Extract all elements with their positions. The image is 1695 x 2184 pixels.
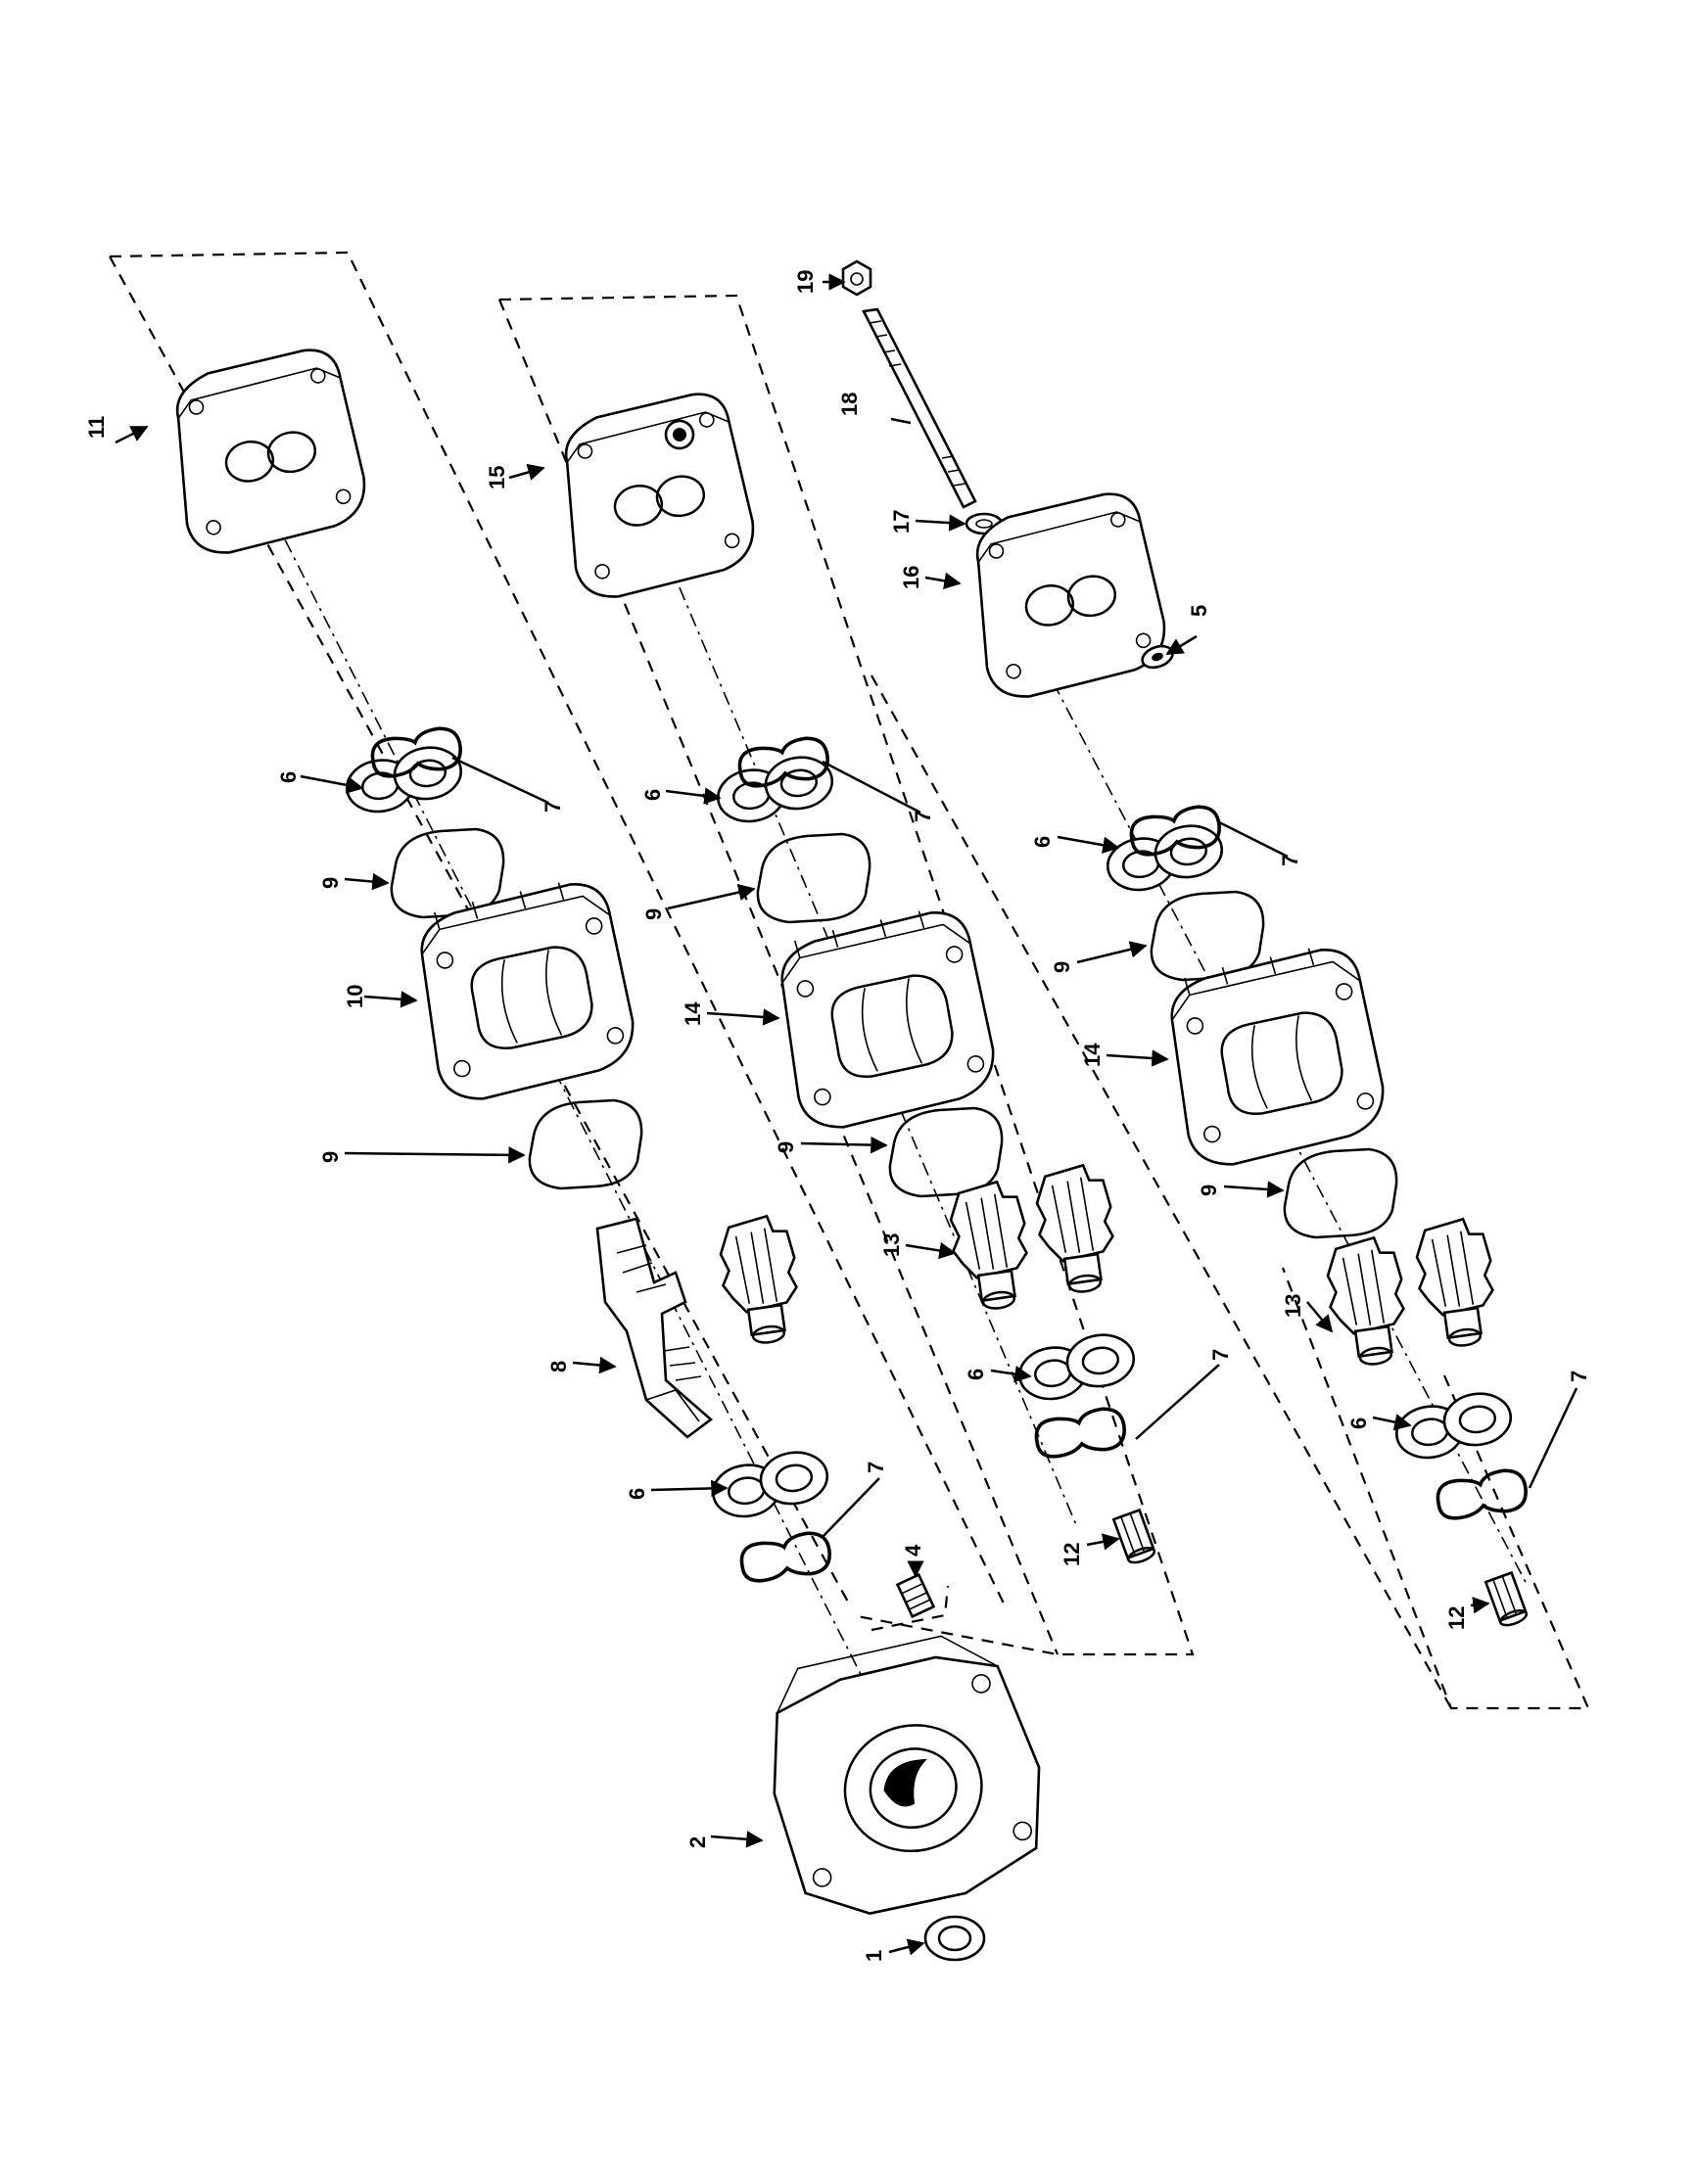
gear-13-right-b: [1409, 1214, 1503, 1352]
mounting-flange-2: [773, 1635, 1041, 1915]
gear-housing-10: [408, 872, 643, 1107]
callout-6-middle-top: 6: [640, 789, 665, 801]
gear-housing-14-right: [1158, 938, 1393, 1173]
tie-bolt-18: [862, 307, 977, 509]
gear-13-middle-a: [943, 1177, 1037, 1315]
gasket-9-right-bottom: [1283, 1147, 1398, 1239]
wear-plate-6-left: [341, 742, 467, 817]
callout-1: 1: [862, 1950, 886, 1962]
seal-7-right-bottom: [1433, 1465, 1530, 1522]
gasket-9-left-bottom: [528, 1098, 643, 1190]
pump-mount-boundary: [871, 1585, 950, 1632]
axis-line-left: [259, 488, 941, 1832]
end-cover-11: [160, 343, 374, 561]
callout-6-right-bottom: 6: [1346, 1417, 1371, 1429]
callout-10: 10: [343, 985, 367, 1008]
callout-15: 15: [485, 466, 509, 489]
assembly-boundary-right: [871, 674, 1590, 1710]
callout-7-middle-bottom: 7: [1208, 1349, 1233, 1361]
callout-16: 16: [899, 566, 923, 589]
gasket-9-right-top: [1150, 890, 1265, 982]
coupling-12-middle: [1111, 1508, 1156, 1564]
assembly-boundary-middle: [497, 294, 1195, 1656]
coupling-12-right: [1483, 1570, 1529, 1627]
callout-9-middle-top: 9: [641, 908, 666, 920]
callout-7-right-top: 7: [1278, 855, 1302, 866]
gasket-9-middle-top: [756, 832, 871, 924]
callout-7-right-bottom: 7: [1567, 1371, 1591, 1382]
driven-gear-left: [713, 1211, 807, 1349]
seal-7-left-bottom: [736, 1528, 834, 1585]
callout-9-left-bottom: 9: [318, 1151, 343, 1163]
callout-9-middle-bottom: 9: [774, 1141, 798, 1153]
callout-12-right: 12: [1444, 1606, 1469, 1630]
callout-6-middle-bottom: 6: [964, 1369, 988, 1380]
gear-13-middle-b: [1029, 1160, 1123, 1298]
gasket-9-middle-bottom: [888, 1106, 1004, 1198]
callout-9-left-top: 9: [318, 877, 343, 889]
callout-18: 18: [837, 393, 862, 416]
wear-plate-6-right-bottom: [1390, 1388, 1517, 1464]
callout-13-middle: 13: [879, 1233, 904, 1257]
callout-14-middle: 14: [681, 1001, 705, 1026]
callout-9-right-top: 9: [1050, 961, 1074, 973]
callout-7-middle-top: 7: [911, 811, 935, 822]
callout-5: 5: [1187, 605, 1211, 617]
callout-19: 19: [793, 270, 818, 294]
callout-8: 8: [546, 1361, 571, 1372]
gear-13-right-a: [1320, 1232, 1414, 1371]
wear-plate-6-middle: [712, 752, 838, 827]
fitting-4: [895, 1572, 936, 1619]
wear-plate-6-right: [1102, 820, 1228, 896]
callout-9-right-bottom: 9: [1197, 1185, 1221, 1196]
callout-14-right: 14: [1080, 1043, 1105, 1067]
seal-7-middle-bottom: [1031, 1404, 1129, 1461]
callout-17: 17: [889, 510, 914, 534]
gear-housing-14-middle: [769, 901, 1004, 1136]
port-cover-15: [548, 387, 763, 605]
callout-12-middle: 12: [1059, 1543, 1084, 1566]
nut-19: [841, 259, 872, 297]
callout-2: 2: [685, 1836, 710, 1848]
callout-6-right-top: 6: [1030, 836, 1055, 848]
callout-7-left-top: 7: [541, 801, 565, 813]
callout-11: 11: [84, 416, 109, 439]
callout-7-left-bottom: 7: [864, 1462, 888, 1473]
drive-shaft-8: [595, 1217, 714, 1439]
pin-5: [1141, 644, 1174, 670]
callout-6-left-top: 6: [276, 771, 301, 783]
callout-13-right: 13: [1281, 1294, 1305, 1318]
callout-6-left-bottom: 6: [625, 1488, 649, 1500]
leader-lines: [115, 273, 1578, 1956]
callout-4: 4: [901, 1544, 925, 1557]
shaft-seal-1: [923, 1915, 986, 1962]
callout-labels: 11 15 19 18 17 16 5 6 7 9 10 9 8 6 7 4 2…: [84, 270, 1591, 1962]
wear-plate-6-left-bottom: [707, 1447, 833, 1522]
wear-plate-6-middle-bottom: [1013, 1329, 1140, 1405]
